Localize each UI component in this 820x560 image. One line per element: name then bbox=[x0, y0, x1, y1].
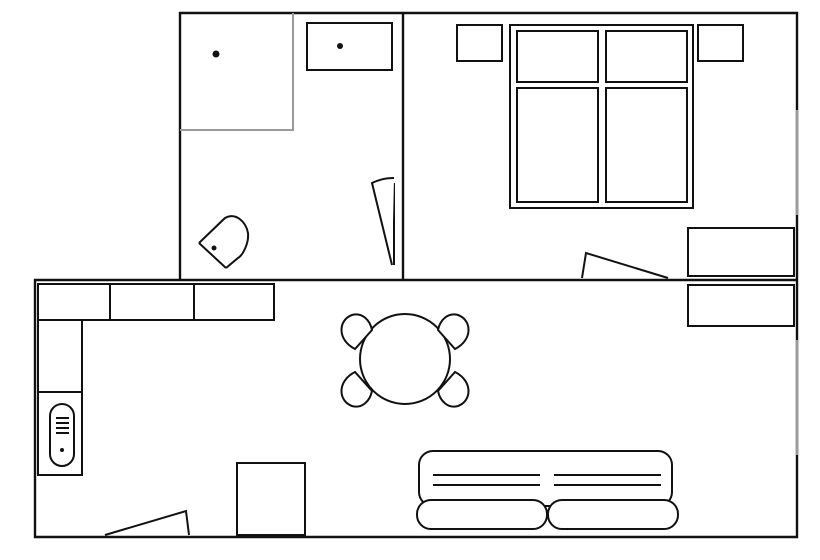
bathroom bbox=[180, 13, 395, 269]
sink-drain-icon bbox=[60, 448, 64, 452]
interior-walls bbox=[180, 13, 797, 282]
bathroom-door bbox=[370, 177, 395, 266]
entrance-door bbox=[104, 509, 190, 536]
toilet-bowl-icon bbox=[211, 245, 217, 251]
sink-drain-icon bbox=[337, 43, 343, 49]
bathroom-sink bbox=[306, 22, 393, 71]
cabinet bbox=[236, 462, 306, 536]
dining-chair bbox=[340, 370, 374, 408]
shower-drain-icon bbox=[212, 50, 220, 58]
living-kitchen bbox=[37, 283, 795, 536]
dining-set bbox=[340, 313, 470, 408]
nightstand-left bbox=[456, 24, 503, 62]
shower-tray bbox=[180, 13, 294, 131]
double-bed bbox=[509, 24, 694, 209]
dining-chair bbox=[436, 370, 470, 408]
dresser-top bbox=[687, 227, 795, 277]
bedroom-door bbox=[581, 251, 669, 279]
dresser-bottom bbox=[687, 284, 795, 327]
dining-chair bbox=[436, 313, 470, 351]
nightstand-right bbox=[697, 24, 744, 62]
dining-chair bbox=[340, 313, 374, 351]
sofa bbox=[416, 450, 679, 530]
outer-walls bbox=[33, 11, 799, 539]
dining-table bbox=[359, 313, 451, 405]
kitchen-sink bbox=[49, 403, 75, 467]
toilet bbox=[198, 215, 250, 269]
bedroom bbox=[456, 24, 795, 279]
